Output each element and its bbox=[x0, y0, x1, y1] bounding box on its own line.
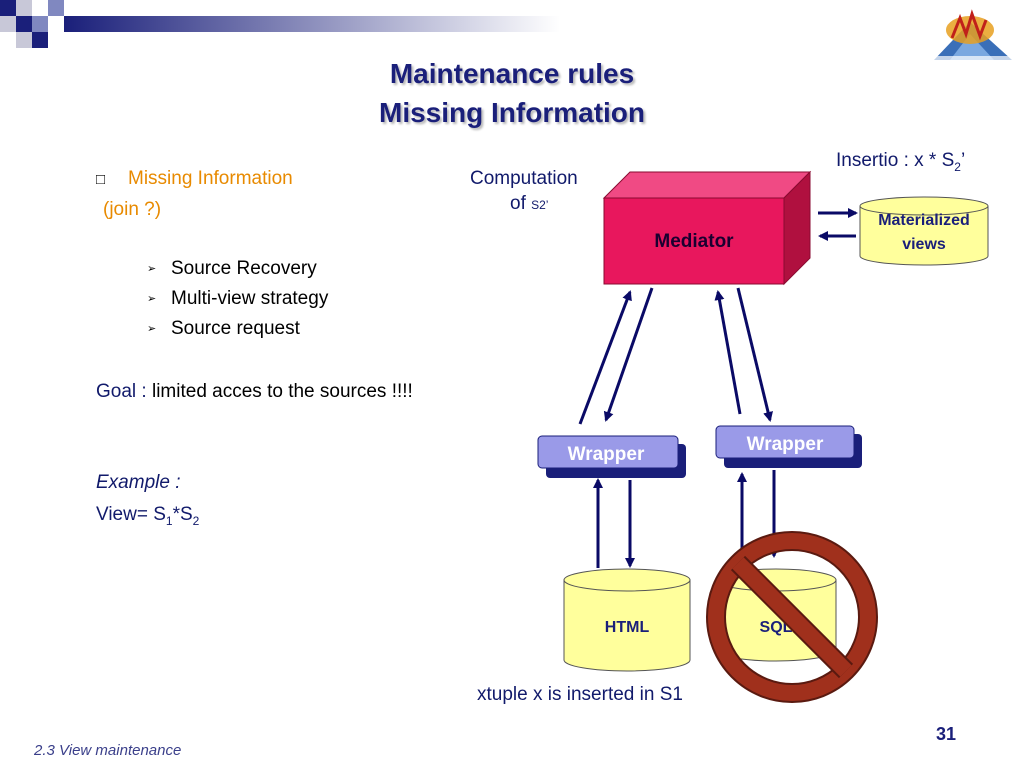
prohibition-icon bbox=[706, 531, 878, 703]
view-subscript-2: 2 bbox=[192, 513, 200, 528]
list-item: ➢ Multi-view strategy bbox=[147, 288, 328, 310]
materialized-label-1: Materialized bbox=[878, 212, 970, 229]
slide-title-line-2: Missing Information bbox=[379, 97, 645, 128]
view-formula: View= S1*S2 bbox=[96, 504, 199, 528]
missing-information-heading: Missing Information bbox=[128, 168, 293, 189]
html-source-cylinder: HTML bbox=[563, 568, 691, 672]
computation-of-text: of bbox=[510, 193, 532, 214]
view-subscript-1: 1 bbox=[165, 513, 173, 528]
example-label: Example : bbox=[96, 472, 181, 493]
view-prefix: View= S bbox=[96, 504, 166, 525]
wrapper-right: Wrapper bbox=[715, 425, 862, 468]
mediator-box: Mediator bbox=[602, 170, 812, 286]
wrapper-left: Wrapper bbox=[537, 435, 686, 478]
insert-caption: xtuple x is inserted in S1 bbox=[477, 684, 683, 705]
materialized-views-cylinder: Materialized views bbox=[859, 196, 989, 266]
materialized-label-2: views bbox=[902, 236, 946, 253]
goal-statement: Goal : limited acces to the sources !!!! bbox=[96, 381, 413, 403]
wrapper-right-label: Wrapper bbox=[747, 434, 824, 455]
insertio-prefix: Insertio : x * S bbox=[836, 150, 955, 171]
checkbox-bullet-icon: □ bbox=[96, 171, 106, 188]
wrapper-left-label: Wrapper bbox=[568, 444, 645, 465]
arrow-bullet-icon: ➢ bbox=[147, 293, 157, 306]
computation-s2-text: S2’ bbox=[531, 198, 549, 212]
insertio-suffix: ’ bbox=[960, 150, 966, 171]
computation-label: Computation bbox=[470, 168, 578, 189]
arrow-bullet-icon: ➢ bbox=[147, 323, 157, 336]
computation-of-label: of S2’ bbox=[510, 193, 548, 215]
join-note: (join ?) bbox=[103, 199, 162, 220]
arrow-left-wrapper-down bbox=[603, 287, 654, 422]
arrow-left-wrapper-up bbox=[578, 290, 632, 425]
arrow-bullet-icon: ➢ bbox=[147, 263, 157, 276]
arrow-right-wrapper-up bbox=[714, 290, 742, 415]
goal-label: Goal : bbox=[96, 381, 147, 402]
list-item-label: Multi-view strategy bbox=[171, 288, 329, 309]
slide-number: 31 bbox=[936, 724, 957, 744]
footer-caption: 2.3 View maintenance bbox=[34, 742, 182, 759]
insertio-label: Insertio : x * S2’ bbox=[836, 150, 965, 174]
goal-text: limited acces to the sources !!!! bbox=[146, 381, 413, 402]
list-item: ➢ Source request bbox=[147, 318, 300, 340]
list-item-label: Source Recovery bbox=[171, 258, 317, 279]
list-item-label: Source request bbox=[171, 318, 300, 339]
corner-decoration bbox=[0, 0, 560, 48]
view-mid: *S bbox=[172, 504, 193, 525]
insertio-subscript: 2 bbox=[954, 159, 961, 174]
html-label: HTML bbox=[605, 619, 650, 636]
list-item: ➢ Source Recovery bbox=[147, 258, 317, 280]
arrow-right-wrapper-down bbox=[736, 287, 773, 422]
mediator-label: Mediator bbox=[654, 231, 734, 252]
slide-title-line-1: Maintenance rules bbox=[389, 58, 635, 89]
eis-logo bbox=[934, 9, 1012, 62]
